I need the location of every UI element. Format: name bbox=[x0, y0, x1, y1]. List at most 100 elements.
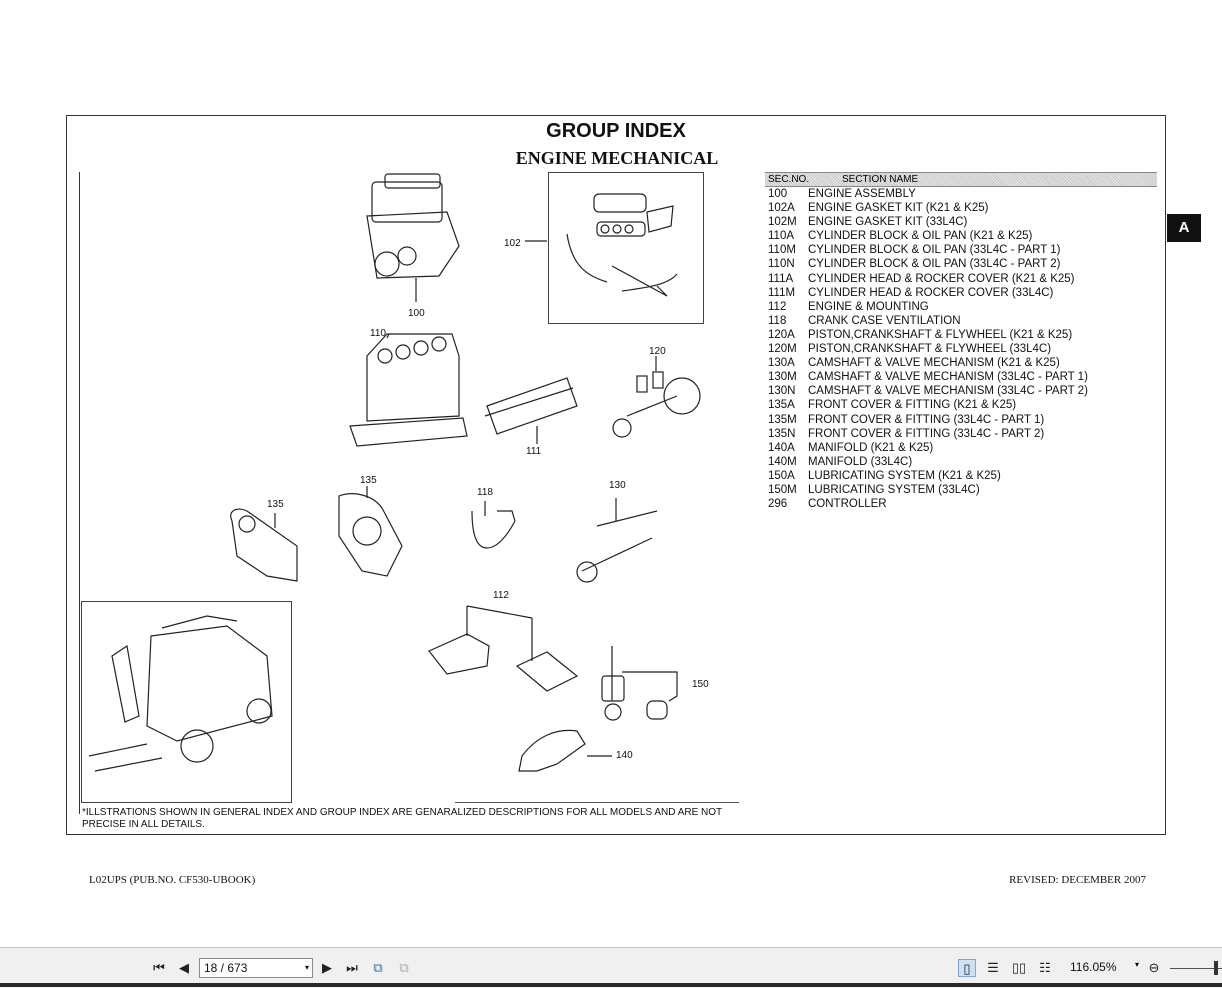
table-row: 110N CYLINDER BLOCK & OIL PAN (33L4C - PA… bbox=[765, 257, 1157, 271]
continuous-facing-icon[interactable]: ☷ bbox=[1039, 960, 1051, 975]
page-subtitle: ENGINE MECHANICAL bbox=[515, 148, 719, 168]
table-row: 110M CYLINDER BLOCK & OIL PAN (33L4C - PA… bbox=[765, 243, 1157, 257]
callout-130: 130 bbox=[609, 480, 626, 491]
page-number-input[interactable]: 18 / 673 ▾ bbox=[199, 958, 313, 978]
single-page-icon[interactable]: ▯ bbox=[958, 959, 976, 977]
engine-illustrations bbox=[88, 173, 701, 772]
section-number: 120M bbox=[768, 343, 797, 356]
section-name: MANIFOLD (33L4C) bbox=[808, 455, 913, 468]
callout-112: 112 bbox=[493, 590, 509, 601]
ventilation-hose-illustration bbox=[471, 501, 516, 549]
crankshaft-illustration bbox=[612, 356, 701, 438]
section-name: FRONT COVER & FITTING (K21 & K25) bbox=[808, 399, 1017, 412]
section-name: LUBRICATING SYSTEM (K21 & K25) bbox=[808, 469, 1001, 482]
table-row: 120A PISTON,CRANKSHAFT & FLYWHEEL (K21 & … bbox=[765, 328, 1157, 342]
section-name: CYLINDER HEAD & ROCKER COVER (33L4C) bbox=[808, 286, 1054, 299]
page-title: GROUP INDEX bbox=[546, 120, 686, 142]
section-number: 150M bbox=[768, 483, 797, 496]
forklift-box bbox=[81, 601, 292, 803]
section-number: 110A bbox=[768, 230, 795, 243]
section-number: 118 bbox=[768, 314, 787, 327]
section-number: 140A bbox=[768, 441, 795, 454]
first-page-icon[interactable]: ⏮ bbox=[153, 960, 165, 975]
section-tab-a[interactable]: A bbox=[1167, 214, 1201, 242]
continuous-icon[interactable]: ☰ bbox=[987, 960, 999, 975]
section-name: CYLINDER HEAD & ROCKER COVER (K21 & K25) bbox=[808, 272, 1075, 285]
section-number: 130N bbox=[768, 385, 796, 398]
table-row: 111M CYLINDER HEAD & ROCKER COVER (33L4C) bbox=[765, 286, 1157, 300]
section-number: 111M bbox=[768, 286, 796, 299]
previous-view-icon[interactable]: ⧉ bbox=[373, 960, 383, 975]
section-name: CYLINDER BLOCK & OIL PAN (33L4C - PART 1… bbox=[808, 244, 1061, 257]
disclaimer-text: *ILLSTRATIONS SHOWN IN GENERAL INDEX AND… bbox=[82, 807, 722, 830]
left-rule bbox=[79, 172, 80, 814]
engine-mounting-illustration bbox=[428, 605, 579, 692]
header-sec-no: SEC.NO. bbox=[768, 174, 810, 185]
callout-110: 110 bbox=[370, 328, 386, 339]
section-number: 135M bbox=[768, 413, 797, 426]
section-name: FRONT COVER & FITTING (33L4C - PART 1) bbox=[808, 413, 1045, 426]
callout-135-right: 135 bbox=[360, 475, 377, 486]
table-row: 135M FRONT COVER & FITTING (33L4C - PART … bbox=[765, 413, 1157, 427]
section-name: CYLINDER BLOCK & OIL PAN (33L4C - PART 2… bbox=[808, 258, 1061, 271]
page-number-value: 18 / 673 bbox=[204, 961, 248, 975]
callout-102: 102 bbox=[504, 238, 521, 249]
callout-150: 150 bbox=[692, 679, 709, 690]
callout-118: 118 bbox=[477, 487, 493, 498]
facing-icon[interactable]: ▯▯ bbox=[1011, 960, 1027, 975]
zoom-slider-handle[interactable] bbox=[1214, 961, 1218, 975]
cylinder-head-illustration bbox=[484, 377, 578, 444]
header-section-name: SECTION NAME bbox=[842, 174, 919, 185]
camshaft-illustration bbox=[576, 498, 658, 583]
section-number: 120A bbox=[768, 328, 795, 341]
zoom-out-icon[interactable]: ⊖ bbox=[1148, 960, 1160, 975]
section-number: 130A bbox=[768, 357, 795, 370]
table-header: SEC.NO. SECTION NAME bbox=[765, 172, 1157, 187]
footer-revised: REVISED: DECEMBER 2007 bbox=[1009, 874, 1146, 886]
last-page-icon[interactable]: ⏭ bbox=[346, 960, 358, 975]
gasket-kit-box bbox=[548, 172, 704, 324]
zoom-dropdown-icon[interactable]: ▾ bbox=[1135, 960, 1140, 969]
prev-page-icon[interactable]: ◀ bbox=[179, 960, 189, 975]
callout-140: 140 bbox=[616, 750, 633, 761]
section-name: PISTON,CRANKSHAFT & FLYWHEEL (K21 & K25) bbox=[808, 328, 1073, 341]
next-view-icon[interactable]: ⧉ bbox=[399, 960, 409, 975]
section-number: 150A bbox=[768, 469, 795, 482]
section-number: 102A bbox=[768, 202, 795, 215]
zoom-level[interactable]: 116.05% bbox=[1070, 960, 1117, 974]
table-row: 150A LUBRICATING SYSTEM (K21 & K25) bbox=[765, 469, 1157, 483]
section-name: ENGINE GASKET KIT (33L4C) bbox=[808, 216, 968, 229]
section-name: CYLINDER BLOCK & OIL PAN (K21 & K25) bbox=[808, 230, 1033, 243]
callout-120: 120 bbox=[649, 346, 666, 357]
section-number: 112 bbox=[768, 300, 787, 313]
next-page-icon[interactable]: ▶ bbox=[322, 960, 332, 975]
page-dropdown-icon[interactable]: ▾ bbox=[304, 963, 309, 972]
section-number: 140M bbox=[768, 455, 797, 468]
callout-111: 111 bbox=[526, 446, 542, 457]
document-page-frame: GROUP INDEX ENGINE MECHANICAL bbox=[66, 115, 1166, 835]
section-name: CAMSHAFT & VALVE MECHANISM (33L4C - PART… bbox=[808, 371, 1088, 384]
front-cover-illustration-1 bbox=[230, 508, 298, 582]
table-row: 110A CYLINDER BLOCK & OIL PAN (K21 & K25) bbox=[765, 229, 1157, 243]
section-number: 110M bbox=[768, 244, 796, 257]
cylinder-block-illustration bbox=[349, 333, 468, 447]
section-name: CONTROLLER bbox=[808, 498, 887, 511]
gasket-kit-illustration bbox=[525, 193, 678, 297]
section-number: 110N bbox=[768, 258, 795, 271]
engine-assembly-illustration bbox=[366, 173, 460, 302]
section-name: ENGINE ASSEMBLY bbox=[808, 188, 916, 200]
manifold-illustration bbox=[518, 729, 612, 772]
disclaimer-rule bbox=[455, 802, 739, 803]
section-number: 135A bbox=[768, 399, 795, 412]
zoom-slider[interactable] bbox=[1170, 968, 1222, 969]
